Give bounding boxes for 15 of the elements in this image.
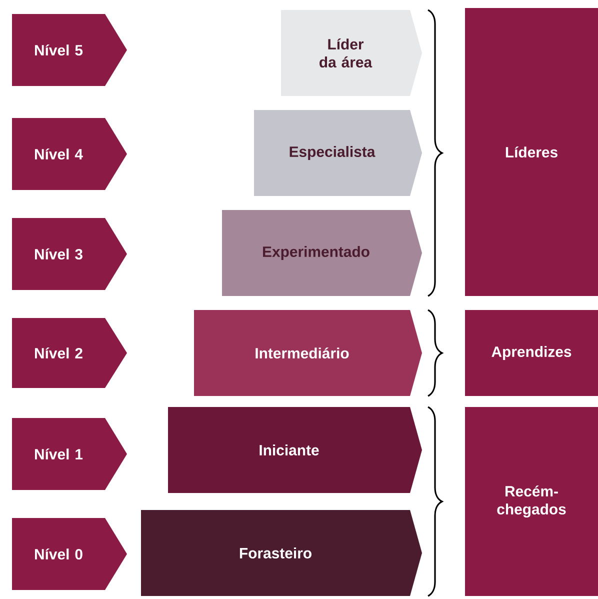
role-box: Especialista <box>254 110 422 196</box>
role-box: Líder da área <box>281 10 422 96</box>
level-box: Nível 0 <box>12 518 127 590</box>
level-box: Nível 1 <box>12 418 127 490</box>
group-box: Recém-chegados <box>465 407 598 596</box>
level-box: Nível 2 <box>12 318 127 388</box>
group-box: Líderes <box>465 8 598 296</box>
role-box: Experimentado <box>222 210 422 296</box>
level-box: Nível 4 <box>12 118 127 190</box>
role-box: Intermediário <box>194 310 422 396</box>
group-box: Aprendizes <box>465 310 598 396</box>
role-box: Iniciante <box>168 407 422 493</box>
role-box: Forasteiro <box>141 510 422 596</box>
level-box: Nível 3 <box>12 218 127 290</box>
level-box: Nível 5 <box>12 14 127 86</box>
